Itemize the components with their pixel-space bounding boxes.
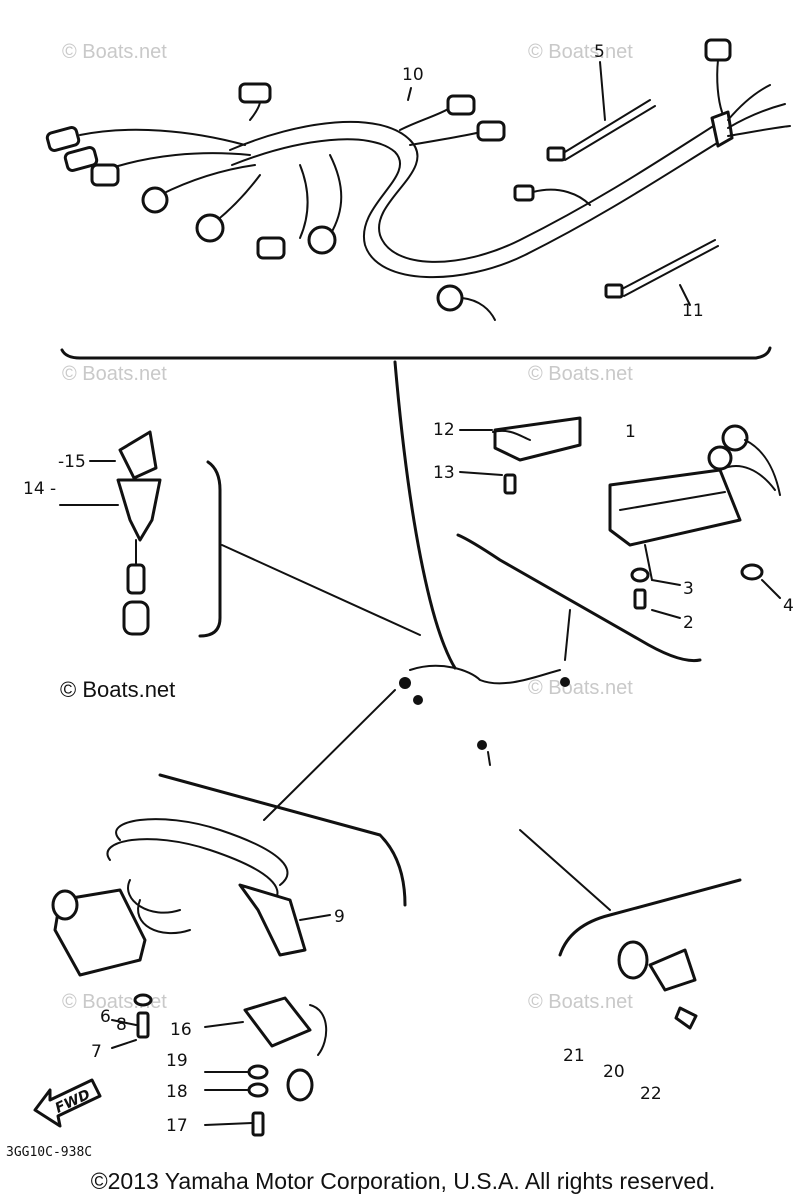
cdi-panel-frame xyxy=(456,533,702,663)
callout-15: -15 xyxy=(58,452,86,472)
harness-main-lower xyxy=(231,138,723,279)
watermark-bottom-right: © Boats.net xyxy=(528,991,633,1013)
watermark-main: © Boats.net xyxy=(60,677,175,702)
watermark-center: © Boats.net xyxy=(528,677,633,699)
cdi-unit xyxy=(456,416,781,663)
plug-cap-right xyxy=(238,883,307,957)
callout-16: 16 xyxy=(170,1020,192,1040)
callout-12: 12 xyxy=(433,420,455,440)
panel-frame-top xyxy=(60,346,772,360)
bottom-right-panel xyxy=(558,878,742,1030)
callout-4: 4 xyxy=(783,596,794,616)
callout-13: 13 xyxy=(433,463,455,483)
callout-19: 19 xyxy=(166,1051,188,1071)
callout-5: 5 xyxy=(594,42,605,62)
callout-2: 2 xyxy=(683,613,694,633)
callout-21: 21 xyxy=(563,1046,585,1066)
watermark-mid-right: © Boats.net xyxy=(528,363,633,385)
watermark-top-left: © Boats.net xyxy=(62,41,167,63)
callout-20: 20 xyxy=(603,1062,625,1082)
ignition-coil-panel xyxy=(51,773,407,977)
part-16 xyxy=(243,996,312,1048)
callout-10: 10 xyxy=(402,65,424,85)
callout-17: 17 xyxy=(166,1116,188,1136)
bolt-13 xyxy=(503,473,517,495)
bottom-right-frame xyxy=(558,878,742,957)
spark-plug-cap-inset xyxy=(59,430,222,638)
part-12 xyxy=(493,416,582,462)
callout-9: 9 xyxy=(334,907,345,927)
callout-1: 1 xyxy=(625,422,636,442)
harness-main-upper xyxy=(229,120,716,263)
plug-cap-part-15 xyxy=(118,430,158,480)
callout-11: 11 xyxy=(682,301,704,321)
callout-18: 18 xyxy=(166,1082,188,1102)
callout-14: 14 - xyxy=(23,479,56,499)
callout-8: 8 xyxy=(116,1015,127,1035)
drawing-code: 3GG10C-938C xyxy=(6,1145,92,1160)
o-ring xyxy=(617,940,649,980)
callout-3: 3 xyxy=(683,579,694,599)
callout-22: 22 xyxy=(640,1084,662,1104)
copyright-notice: ©2013 Yamaha Motor Corporation, U.S.A. A… xyxy=(90,1168,716,1194)
center-leaders xyxy=(221,360,611,911)
watermark-top-right: © Boats.net xyxy=(528,41,633,63)
ignition-coil-body xyxy=(53,888,147,977)
rectifier-parts xyxy=(204,996,328,1137)
callout-6: 6 xyxy=(100,1007,111,1027)
coil-panel-frame xyxy=(158,773,407,907)
callout-7: 7 xyxy=(91,1042,102,1062)
fwd-arrow xyxy=(33,1078,102,1128)
watermark-mid-left: © Boats.net xyxy=(62,363,167,385)
inset-frame xyxy=(198,460,222,638)
wire-harness-panel xyxy=(45,38,791,360)
